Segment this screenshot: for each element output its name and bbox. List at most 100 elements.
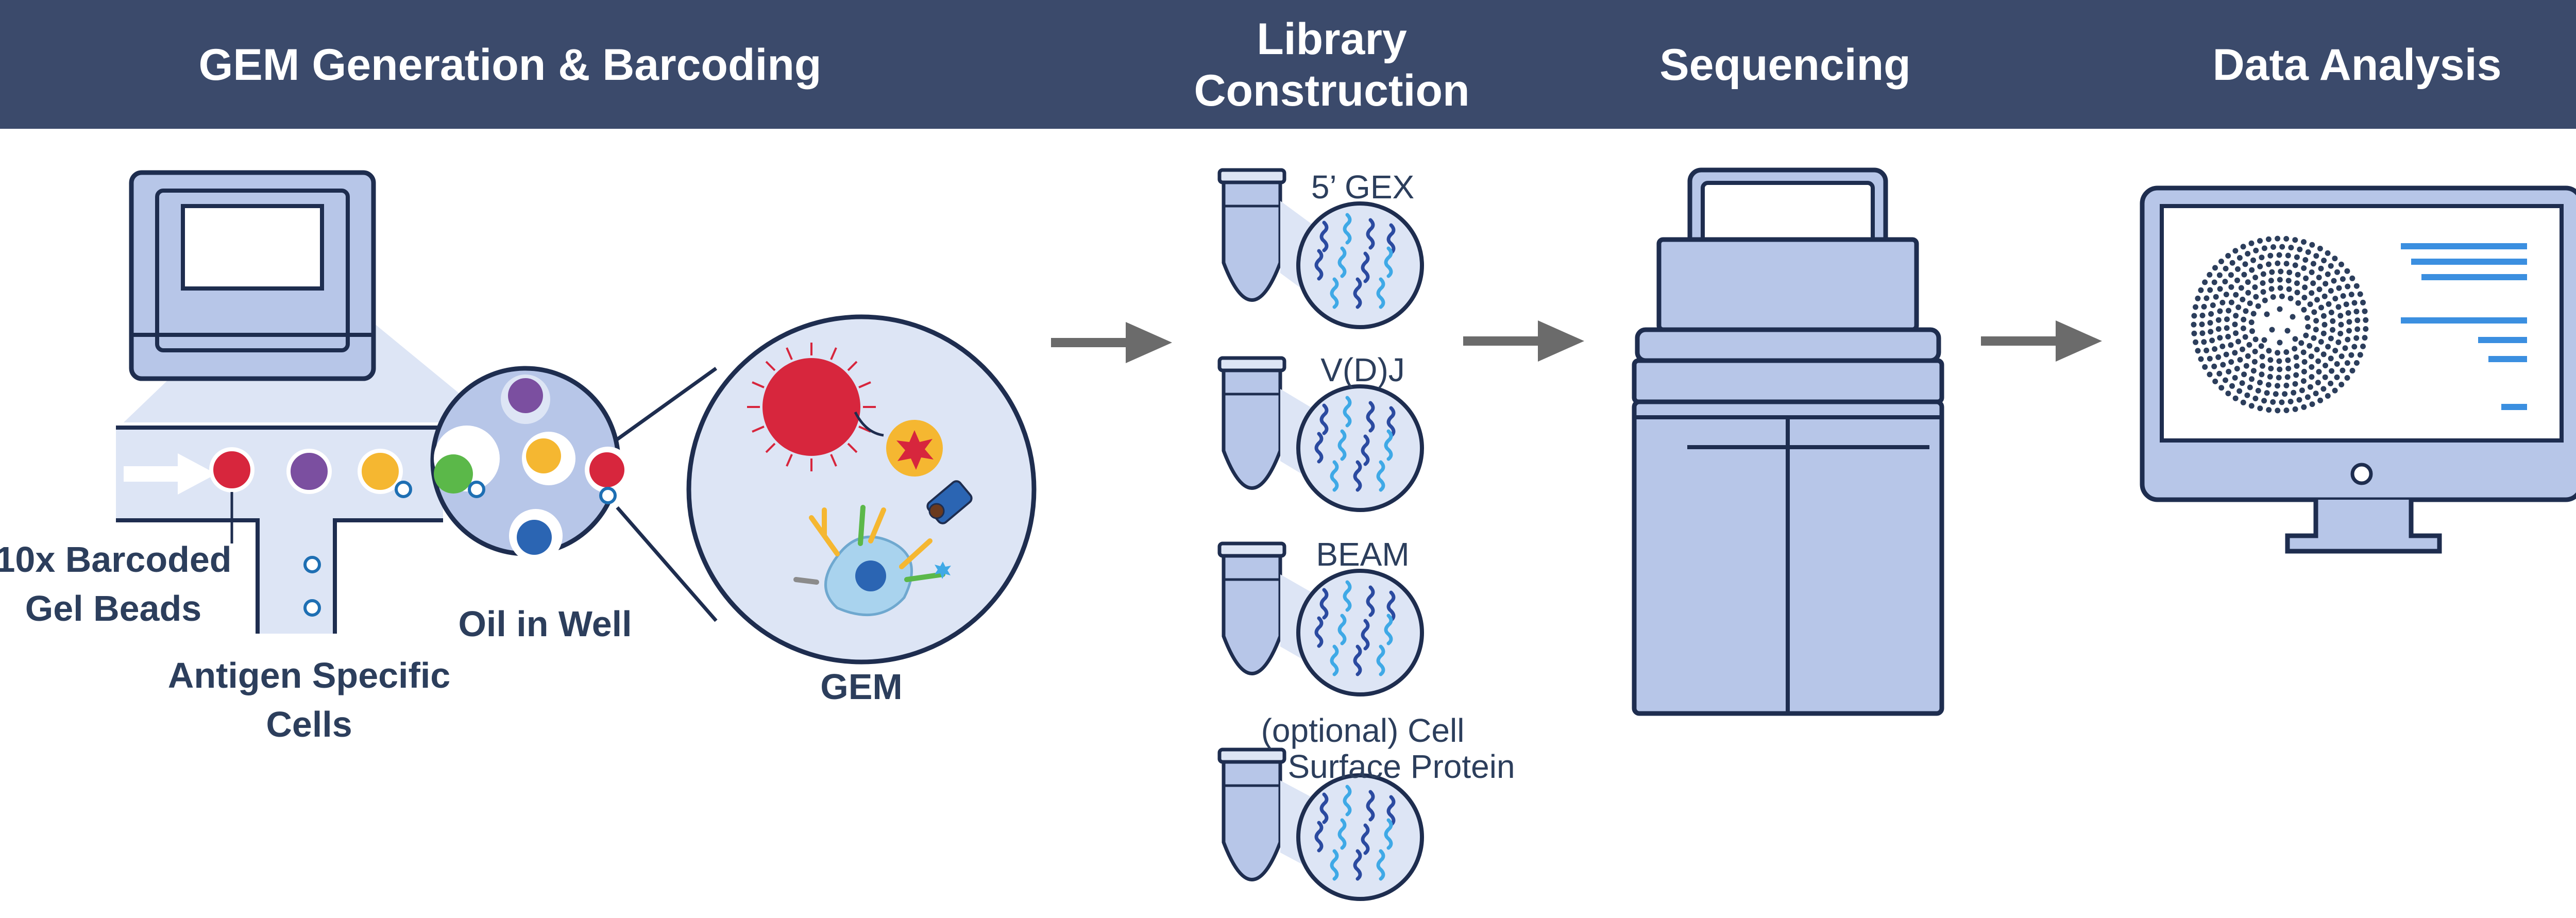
plot-dot (2207, 271, 2213, 278)
plot-dot (2217, 335, 2223, 341)
plot-dot (2321, 258, 2327, 264)
plot-dot (2328, 335, 2334, 342)
plot-dot (2332, 256, 2338, 262)
plot-dot (2309, 364, 2315, 370)
plot-dot (2265, 382, 2272, 388)
plot-dot (2252, 284, 2258, 290)
plot-dot (2345, 336, 2351, 343)
plot-dot (2292, 262, 2298, 268)
plot-dot (2202, 364, 2208, 370)
cell-small (395, 481, 412, 498)
plot-dot (2344, 360, 2350, 366)
plot-dot (2286, 269, 2293, 276)
plot-dot (2268, 278, 2274, 284)
plot-dot (2267, 252, 2274, 259)
plot-dot (2202, 279, 2208, 285)
controller-instrument-icon (124, 170, 495, 422)
dna-strand-icon (1343, 213, 1352, 245)
plot-dot (2305, 324, 2311, 330)
plot-dot (2240, 325, 2246, 331)
plot-dot (2199, 321, 2205, 328)
dna-strand-icon (1314, 249, 1324, 281)
plot-dot (2240, 346, 2245, 352)
tube-icon (1222, 760, 1282, 881)
dna-strand-icon (1361, 823, 1370, 855)
plot-dot (2252, 348, 2258, 354)
arrow-right-icon (1051, 322, 1172, 363)
plot-dot (2199, 312, 2206, 318)
plot-dot (2299, 387, 2305, 394)
plot-dot (2201, 303, 2207, 310)
plot-dot (2318, 339, 2324, 345)
plot-dot (2243, 363, 2249, 369)
plot-dot (2223, 292, 2229, 298)
plot-dot (2232, 350, 2238, 356)
plot-dot (2349, 368, 2355, 373)
plot-dot (2247, 300, 2253, 307)
plot-dot (2313, 318, 2319, 324)
plot-dot (2344, 268, 2350, 274)
gel-bead-barcodes-icon (747, 343, 876, 471)
plot-dot (2216, 272, 2223, 278)
dna-strand-icon (1353, 460, 1362, 492)
plot-dot (2248, 403, 2255, 409)
dna-strand-icon (1384, 246, 1393, 278)
plot-dot (2290, 314, 2296, 320)
plot-dot (2275, 260, 2281, 266)
plot-dot (2287, 295, 2294, 301)
plot-dot (2204, 295, 2210, 301)
plot-dot (2313, 253, 2319, 259)
plot-dot (2321, 293, 2328, 299)
dna-strand-icon (1330, 277, 1339, 309)
plot-dot (2320, 386, 2327, 392)
plot-dot (2316, 275, 2322, 281)
plot-dot (2328, 355, 2334, 362)
plot-dot (2242, 334, 2248, 340)
plot-dot (2297, 246, 2303, 252)
dna-strand-icon (1366, 401, 1375, 433)
plot-dot (2345, 283, 2351, 290)
plot-dot (2321, 321, 2328, 328)
plot-dot (2215, 354, 2222, 360)
results-bars-icon (2401, 243, 2527, 410)
plot-dot (2283, 407, 2290, 413)
label-gel-beads-line2: Gel Beads (25, 588, 201, 628)
plot-dot (2294, 290, 2300, 296)
plot-dot (2233, 292, 2239, 298)
dna-strand-icon (1366, 585, 1375, 617)
plot-dot (2348, 292, 2354, 298)
plot-dot (2346, 319, 2352, 325)
plot-dot (2199, 330, 2206, 336)
plot-dot (2328, 380, 2334, 386)
plot-dot (2275, 235, 2281, 242)
plot-dot (2336, 285, 2342, 291)
plot-dot (2353, 360, 2360, 366)
plot-dot (2300, 378, 2307, 384)
plot-dot (2238, 285, 2244, 291)
plot-dot (2215, 326, 2222, 332)
plot-dot (2248, 240, 2255, 246)
plot-dot (2232, 375, 2238, 381)
dna-strand-icon (1337, 429, 1347, 461)
plot-dot (2234, 366, 2240, 372)
plot-dot (2237, 356, 2243, 363)
plot-dot (2325, 344, 2331, 350)
plot-dot (2353, 309, 2360, 315)
plot-dot (2219, 343, 2226, 349)
plot-dot (2283, 261, 2290, 267)
plot-dot (2329, 368, 2335, 374)
plot-dot (2338, 261, 2344, 267)
plot-dot (2191, 313, 2197, 319)
plot-dot (2357, 291, 2363, 297)
plot-dot (2294, 280, 2300, 286)
plot-dot (2267, 373, 2273, 380)
plot-dot (2287, 399, 2294, 404)
plot-dot (2225, 334, 2231, 339)
plot-dot (2255, 387, 2261, 394)
plot-dot (2292, 336, 2298, 342)
plot-dot (2307, 384, 2313, 390)
plot-dot (2308, 353, 2314, 360)
plot-dot (2252, 275, 2259, 281)
zoom-line (616, 506, 718, 622)
